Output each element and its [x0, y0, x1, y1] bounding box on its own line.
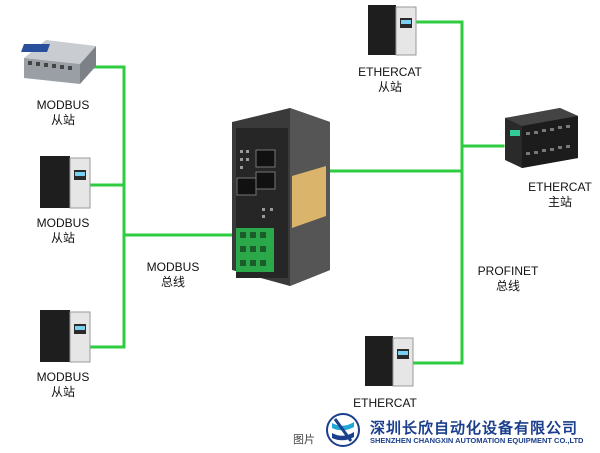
company-logo-icon [326, 413, 360, 447]
image-caption: 图片 [293, 434, 315, 446]
ethercat-slave-label-bottom: ETHERCAT [353, 396, 417, 410]
servo-drive-icon [365, 336, 414, 387]
company-name-cn: 深圳长欣自动化设备有限公司 [370, 420, 579, 437]
modbus-io-module-icon [21, 40, 96, 84]
connection-lines [83, 20, 505, 365]
company-name-en: SHENZHEN CHANGXIN AUTOMATION EQUIPMENT C… [370, 436, 584, 445]
plc-master-icon [505, 108, 578, 168]
servo-drive-icon [40, 310, 91, 363]
servo-drive-icon [368, 5, 417, 56]
servo-drive-icon [40, 156, 91, 209]
gateway-icon [232, 108, 330, 286]
